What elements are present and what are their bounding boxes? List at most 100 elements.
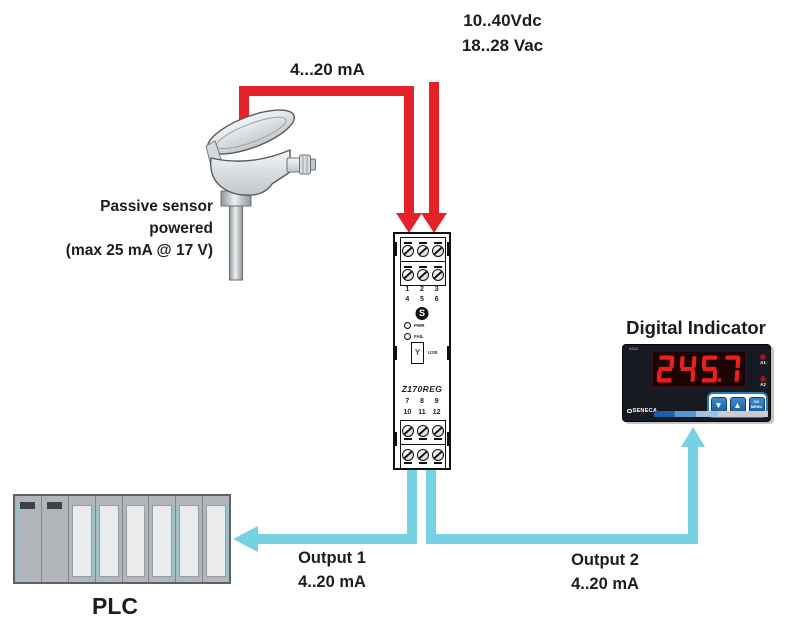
alarm1-led-icon (760, 354, 766, 360)
signal-converter-module: 1 2 3 4 5 6 S PWR FAIL Y USB Z170REG 7 8… (393, 232, 451, 470)
passive-sensor-graphic (205, 109, 316, 281)
alarm2-led-icon (760, 376, 766, 382)
plc-module-panel (152, 505, 173, 577)
terminal-screw (431, 266, 444, 281)
terminal-block-bottom (400, 420, 446, 469)
fail-led-icon (404, 333, 411, 340)
terminal-number: 4 (405, 296, 410, 303)
plc-rack (13, 494, 231, 584)
plc-module (94, 496, 122, 582)
fail-led-label: FAIL (414, 334, 424, 339)
terminal-screw (402, 242, 415, 257)
plc-module-panel (125, 505, 146, 577)
indicator-brand: SENECA (627, 408, 657, 414)
sensor-caption-line2: powered (149, 220, 213, 237)
wire-output1-horizontal (256, 534, 417, 544)
terminal-number: 3 (434, 286, 439, 293)
alarm1-label: A1 (760, 360, 766, 365)
output1-arrow (233, 526, 258, 552)
terminal-screw (416, 425, 429, 440)
plc-module (148, 496, 176, 582)
sensor-caption-line3: (max 25 mA @ 17 V) (65, 242, 213, 259)
terminal-number: 12 (432, 409, 441, 416)
indicator-title: Digital Indicator (626, 317, 766, 338)
alarm2-label: A2 (760, 382, 766, 387)
terminal-number: 10 (403, 409, 412, 416)
seneca-brand-icon (627, 408, 632, 414)
power-supply-label-line2: 18..28 Vac (461, 36, 544, 55)
wire-output2-riser (688, 446, 698, 544)
terminal-screw (431, 242, 444, 257)
plc-module-slot (19, 502, 35, 509)
indicator-blue-bar (654, 411, 768, 417)
din-clip (447, 242, 450, 256)
din-clip (394, 242, 397, 256)
module-name: Z170REG (401, 384, 443, 394)
wire-sensor-vertical (239, 86, 249, 120)
terminal-screw (402, 266, 415, 281)
terminal-screw (416, 266, 429, 281)
output2-value: 4..20 mA (571, 575, 639, 593)
terminal-screw (416, 449, 429, 464)
din-clip (447, 432, 450, 446)
sensor-current-label: 4...20 mA (290, 60, 365, 79)
power-input-arrow (421, 213, 447, 233)
digital-indicator: S311 A1 A2 ▼ ▲ OK MENU SENECA (622, 344, 771, 422)
pwr-led-icon (404, 322, 411, 329)
wire-output2-vertical (426, 468, 436, 544)
terminal-block-top (400, 237, 446, 286)
seneca-logo-icon: S (415, 307, 429, 320)
seven-segment-readout (656, 355, 741, 383)
plc-module (40, 496, 68, 582)
plc-module-panel (179, 505, 200, 577)
terminal-number: 9 (434, 398, 439, 405)
terminal-number: 1 (405, 286, 410, 293)
plc-module-slot (46, 502, 62, 509)
wire-power-drop (429, 82, 439, 214)
din-clip (447, 346, 450, 360)
plc-module (202, 496, 229, 582)
plc-module (15, 496, 41, 582)
plc-module (121, 496, 149, 582)
plc-module-panel (71, 505, 92, 577)
sensor-hinge (205, 140, 222, 163)
terminal-number: 6 (434, 296, 439, 303)
sensor-head (210, 148, 291, 196)
din-clip (394, 432, 397, 446)
indicator-model-tag: S311 (629, 346, 639, 351)
wire-output1-vertical (407, 468, 417, 544)
output2-label: Output 2 (571, 551, 639, 569)
plc-module-panel (206, 505, 226, 577)
wire-sensor-horizontal (239, 86, 414, 96)
terminal-number: 2 (420, 286, 424, 293)
terminal-number: 7 (405, 398, 410, 405)
din-clip (394, 346, 397, 360)
sensor-caption-line1: Passive sensor (100, 198, 213, 215)
plc-label: PLC (92, 593, 138, 619)
pwr-led-label: PWR (414, 323, 425, 328)
terminal-screw (416, 242, 429, 257)
output1-value: 4..20 mA (298, 573, 366, 591)
terminal-screw (431, 425, 444, 440)
terminal-number: 8 (420, 398, 424, 405)
indicator-brand-text: SENECA (632, 408, 658, 414)
usb-port-icon: Y (411, 342, 424, 364)
terminal-screw (402, 449, 415, 464)
output2-arrow (681, 427, 705, 447)
plc-module (67, 496, 95, 582)
usb-port-label: USB (428, 350, 438, 355)
plc-module (175, 496, 203, 582)
wire-sensor-drop (404, 86, 414, 214)
terminal-screw (431, 449, 444, 464)
wire-output2-horizontal (426, 534, 698, 544)
terminal-screw (402, 425, 415, 440)
terminal-number: 11 (418, 409, 426, 416)
sensor-cable-gland (286, 154, 316, 175)
plc-module-panel (98, 505, 119, 577)
power-supply-label-line1: 10..40Vdc (463, 11, 542, 30)
sensor-input-arrow (396, 213, 422, 233)
sensor-stem (229, 203, 243, 281)
indicator-display (652, 351, 746, 387)
output1-label: Output 1 (298, 549, 366, 567)
